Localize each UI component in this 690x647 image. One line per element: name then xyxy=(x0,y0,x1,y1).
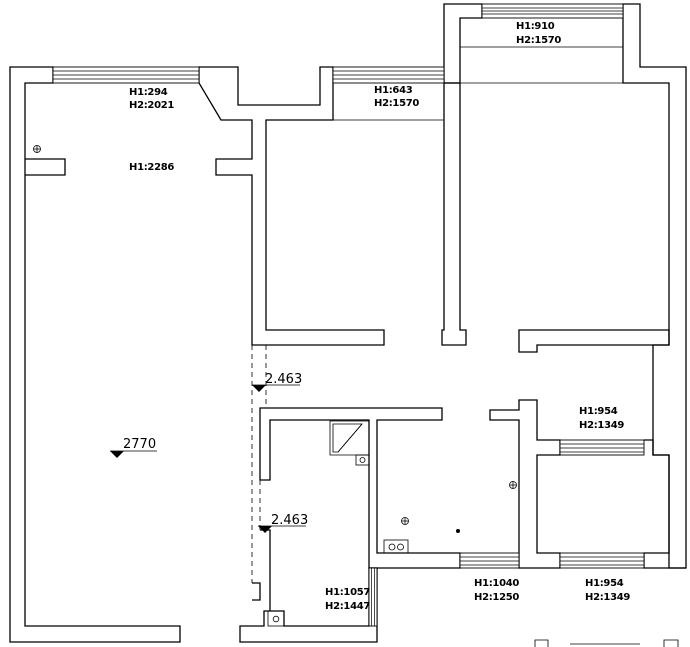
window-top-right-symbol xyxy=(460,3,624,48)
level-marker-bathroom: 2.463 xyxy=(258,513,308,533)
level-marker-living: 2770 xyxy=(110,437,157,458)
window-left-bedroom-symbol xyxy=(52,66,200,84)
left-room-top-right-wall xyxy=(198,66,385,346)
center-column-wall xyxy=(441,82,467,346)
left-room-inner-wall xyxy=(25,158,66,176)
kitchen-corner-fixture xyxy=(329,420,370,466)
window-small-room-top-h1: H1:954 xyxy=(579,406,618,417)
window-kitchen-h2: H2:1250 xyxy=(474,592,519,603)
window-small-room-top-h2: H2:1349 xyxy=(579,420,624,431)
light-fixture-icon-corridor xyxy=(509,481,517,489)
window-small-room-bottom-symbol xyxy=(559,552,645,569)
level-marker-corridor: 2.463 xyxy=(252,372,302,392)
window-left-bedroom-h2: H2:2021 xyxy=(129,100,174,111)
dashed-boundaries xyxy=(251,345,267,583)
window-bathroom-symbol xyxy=(368,567,378,627)
fixtures xyxy=(33,145,517,627)
stove-icon xyxy=(383,539,409,554)
level-living-label: 2770 xyxy=(123,437,156,452)
top-block-walls xyxy=(443,3,483,84)
window-bathroom-h1: H1:1057 xyxy=(325,587,370,598)
window-kitchen-h1: H1:1040 xyxy=(474,578,519,589)
top-block-right xyxy=(622,3,687,569)
window-kitchen-symbol xyxy=(459,552,520,569)
left-room-walls xyxy=(9,66,181,643)
walls xyxy=(9,3,687,643)
light-fixture-icon-left xyxy=(33,145,41,153)
window-middle-bedroom-symbol xyxy=(332,66,669,121)
window-bathroom-h2: H2:1447 xyxy=(325,601,370,612)
window-middle-bedroom-h2: H2:1570 xyxy=(374,98,419,109)
level-markers: 2770 2.463 2.463 xyxy=(110,372,308,533)
window-left-bedroom-h1: H1:294 xyxy=(129,87,168,98)
window-small-room-bottom-h2: H2:1349 xyxy=(585,592,630,603)
door-left-room-label: H1:2286 xyxy=(129,162,174,173)
bathroom-lower-left xyxy=(252,582,261,601)
right-room-bottom-wall xyxy=(518,329,670,353)
bottom-edge-fragments xyxy=(534,639,679,647)
window-middle-bedroom-h1: H1:643 xyxy=(374,85,413,96)
right-lower-room xyxy=(643,439,686,569)
window-small-room-bottom-h1: H1:954 xyxy=(585,578,624,589)
drain-dot-icon xyxy=(456,529,460,533)
corridor-wall xyxy=(259,407,461,569)
right-divider-wall xyxy=(489,399,561,569)
level-bathroom-label: 2.463 xyxy=(271,513,308,528)
window-top-right-h1: H1:910 xyxy=(516,21,555,32)
window-symbols xyxy=(52,3,669,627)
window-labels: H1:910 H2:1570 H1:294 H2:2021 H1:643 H2:… xyxy=(129,21,631,612)
window-top-right-h2: H2:1570 xyxy=(516,35,561,46)
level-corridor-label: 2.463 xyxy=(265,372,302,387)
bathroom-fixture-icon xyxy=(267,610,285,627)
light-fixture-icon-kitchen xyxy=(401,517,409,525)
window-small-room-top-symbol xyxy=(559,439,645,456)
